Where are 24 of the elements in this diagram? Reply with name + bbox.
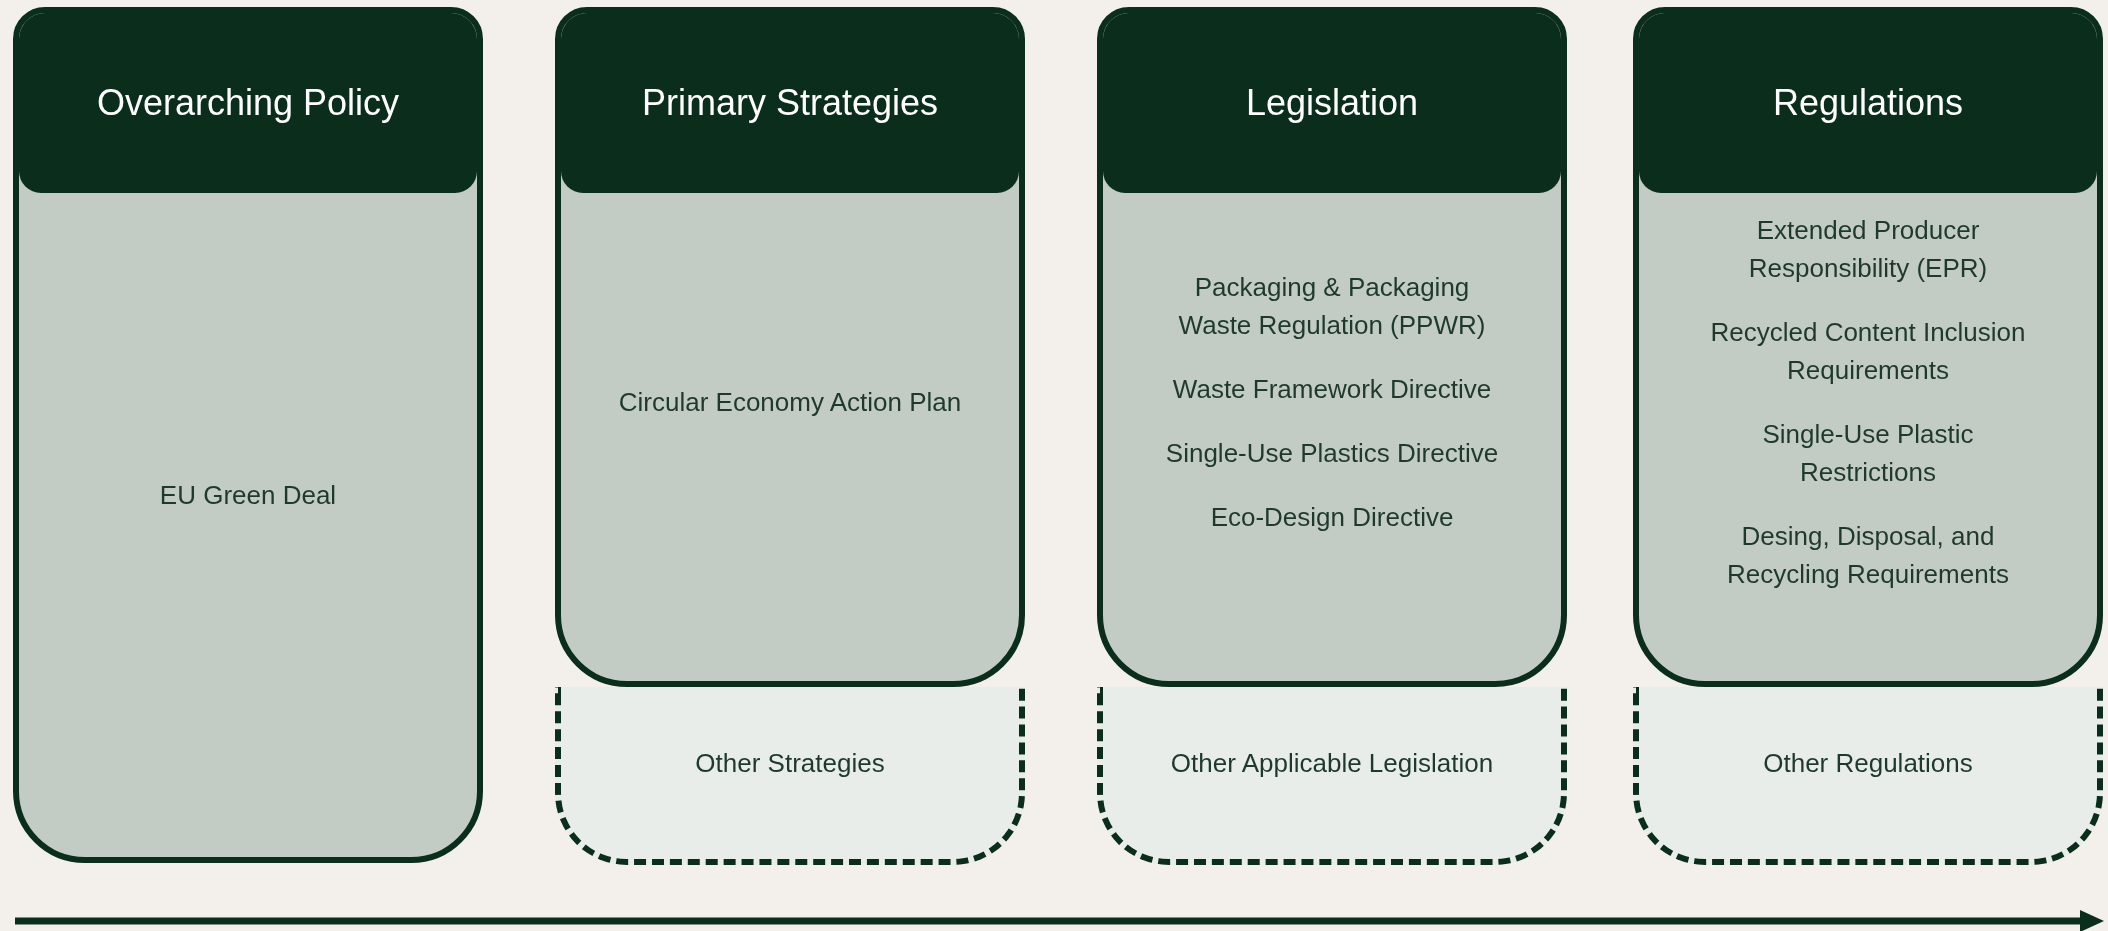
policy-item: Extended Producer Responsibility (EPR) <box>1747 214 1989 285</box>
header-title: Primary Strategies <box>641 81 939 125</box>
other-label: Other Applicable Legislation <box>1170 746 1494 780</box>
column-card <box>13 7 483 863</box>
policy-item: Recycled Content Inclusion Requirements <box>1709 316 2027 387</box>
column-card <box>555 7 1025 687</box>
header-title: Regulations <box>1772 81 1964 125</box>
header-title: Overarching Policy <box>96 81 400 125</box>
policy-item: Circular Economy Action Plan <box>618 386 962 419</box>
column-card <box>1633 7 2103 687</box>
dashed-box <box>1097 687 1567 865</box>
other-label: Other Strategies <box>695 746 885 780</box>
dashed-box <box>1633 687 2103 865</box>
policy-item: Single-Use Plastics Directive <box>1165 437 1499 470</box>
policy-item: Packaging & Packaging Waste Regulation (PPWR) <box>1177 271 1487 342</box>
policy-item: EU Green Deal <box>159 479 337 512</box>
header-title: Legislation <box>1245 81 1419 125</box>
policy-item: Single-Use Plastic Restrictions <box>1761 418 1975 489</box>
policy-item: Desing, Disposal, and Recycling Requirements <box>1726 520 2010 591</box>
other-label: Other Regulations <box>1763 746 1973 780</box>
dashed-box <box>555 687 1025 865</box>
policy-item: Eco-Design Directive <box>1210 501 1454 534</box>
column-card <box>1097 7 1567 687</box>
policy-item: Waste Framework Directive <box>1172 373 1492 406</box>
